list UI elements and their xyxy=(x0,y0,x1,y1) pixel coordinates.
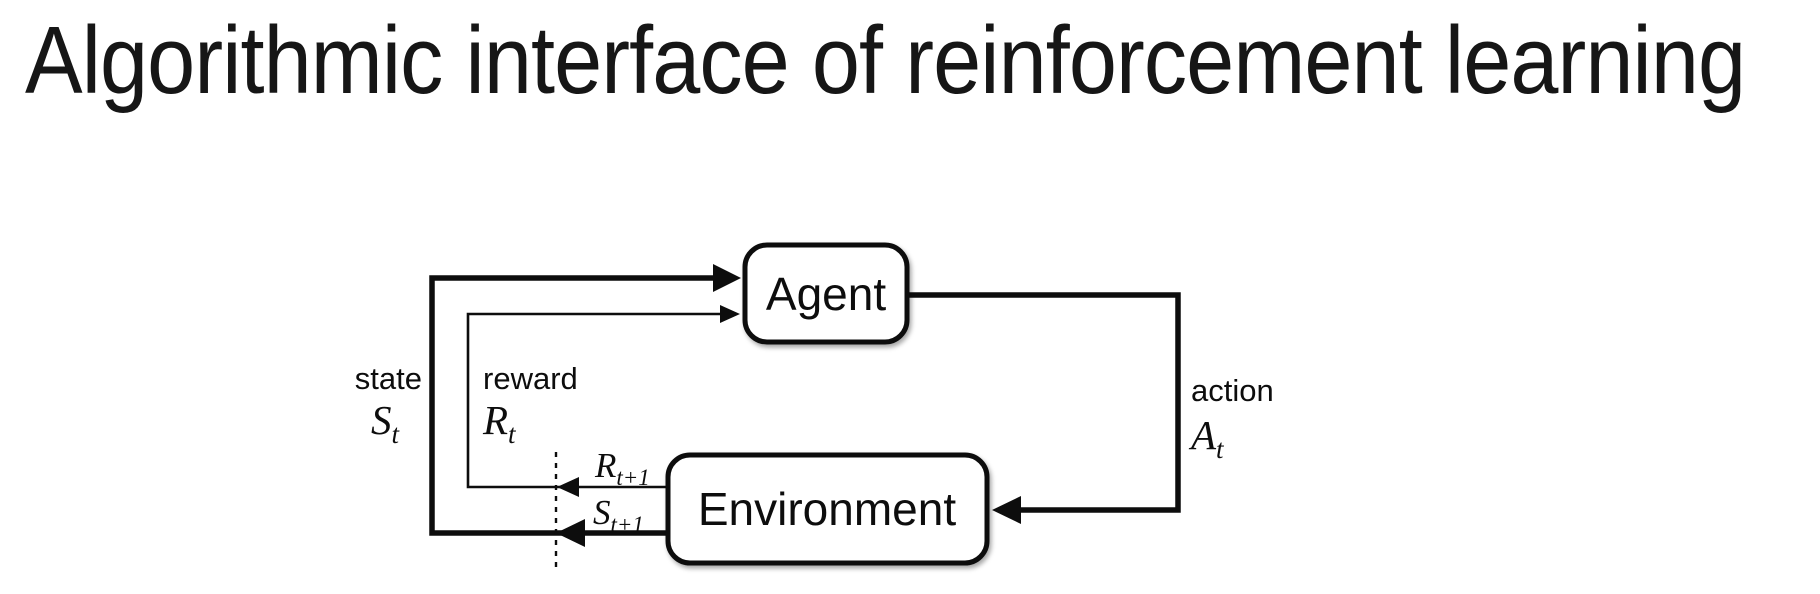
environment-box: Environment xyxy=(665,452,990,566)
agent-box-label: Agent xyxy=(766,268,886,320)
reward-symbol-base: R xyxy=(482,397,508,443)
next-state-arrowhead-at-boundary-icon xyxy=(556,519,585,547)
action-loop-path xyxy=(907,292,1181,513)
action-symbol-label: At xyxy=(1188,412,1225,464)
action-arrowhead-into-environment-icon xyxy=(992,496,1021,524)
state-symbol-base: S xyxy=(371,397,392,443)
next-reward-symbol-subscript: t+1 xyxy=(616,465,649,490)
agent-box-shape xyxy=(742,242,910,345)
reward-symbol-label: Rt xyxy=(482,397,517,449)
slide-title: Algorithmic interface of reinforcement l… xyxy=(25,7,1746,114)
state-word-label: state xyxy=(355,361,422,396)
environment-box-shape xyxy=(665,452,990,566)
reward-symbol-subscript: t xyxy=(508,419,517,449)
next-reward-symbol-label: Rt+1 xyxy=(594,446,650,490)
next-reward-arrowhead-at-boundary-icon xyxy=(557,477,579,497)
environment-box-label: Environment xyxy=(698,483,956,535)
agent-box: Agent xyxy=(742,242,910,345)
action-word-label: action xyxy=(1191,373,1274,408)
state-symbol-label: St xyxy=(371,397,401,449)
next-state-symbol-label: St+1 xyxy=(593,493,644,537)
action-symbol-base: A xyxy=(1188,412,1217,458)
action-loop-arrow xyxy=(907,292,1181,524)
state-loop-arrow xyxy=(429,264,741,547)
state-arrowhead-into-agent-icon xyxy=(713,264,741,292)
reward-arrowhead-into-agent-icon xyxy=(720,305,740,323)
next-reward-symbol-base: R xyxy=(594,446,616,485)
action-symbol-subscript: t xyxy=(1216,434,1225,464)
state-symbol-subscript: t xyxy=(392,419,401,449)
reward-word-label: reward xyxy=(483,361,578,396)
state-loop-path xyxy=(429,275,716,536)
reward-loop-arrow xyxy=(466,305,740,497)
next-state-symbol-base: S xyxy=(593,493,611,532)
next-state-symbol-subscript: t+1 xyxy=(611,512,644,537)
